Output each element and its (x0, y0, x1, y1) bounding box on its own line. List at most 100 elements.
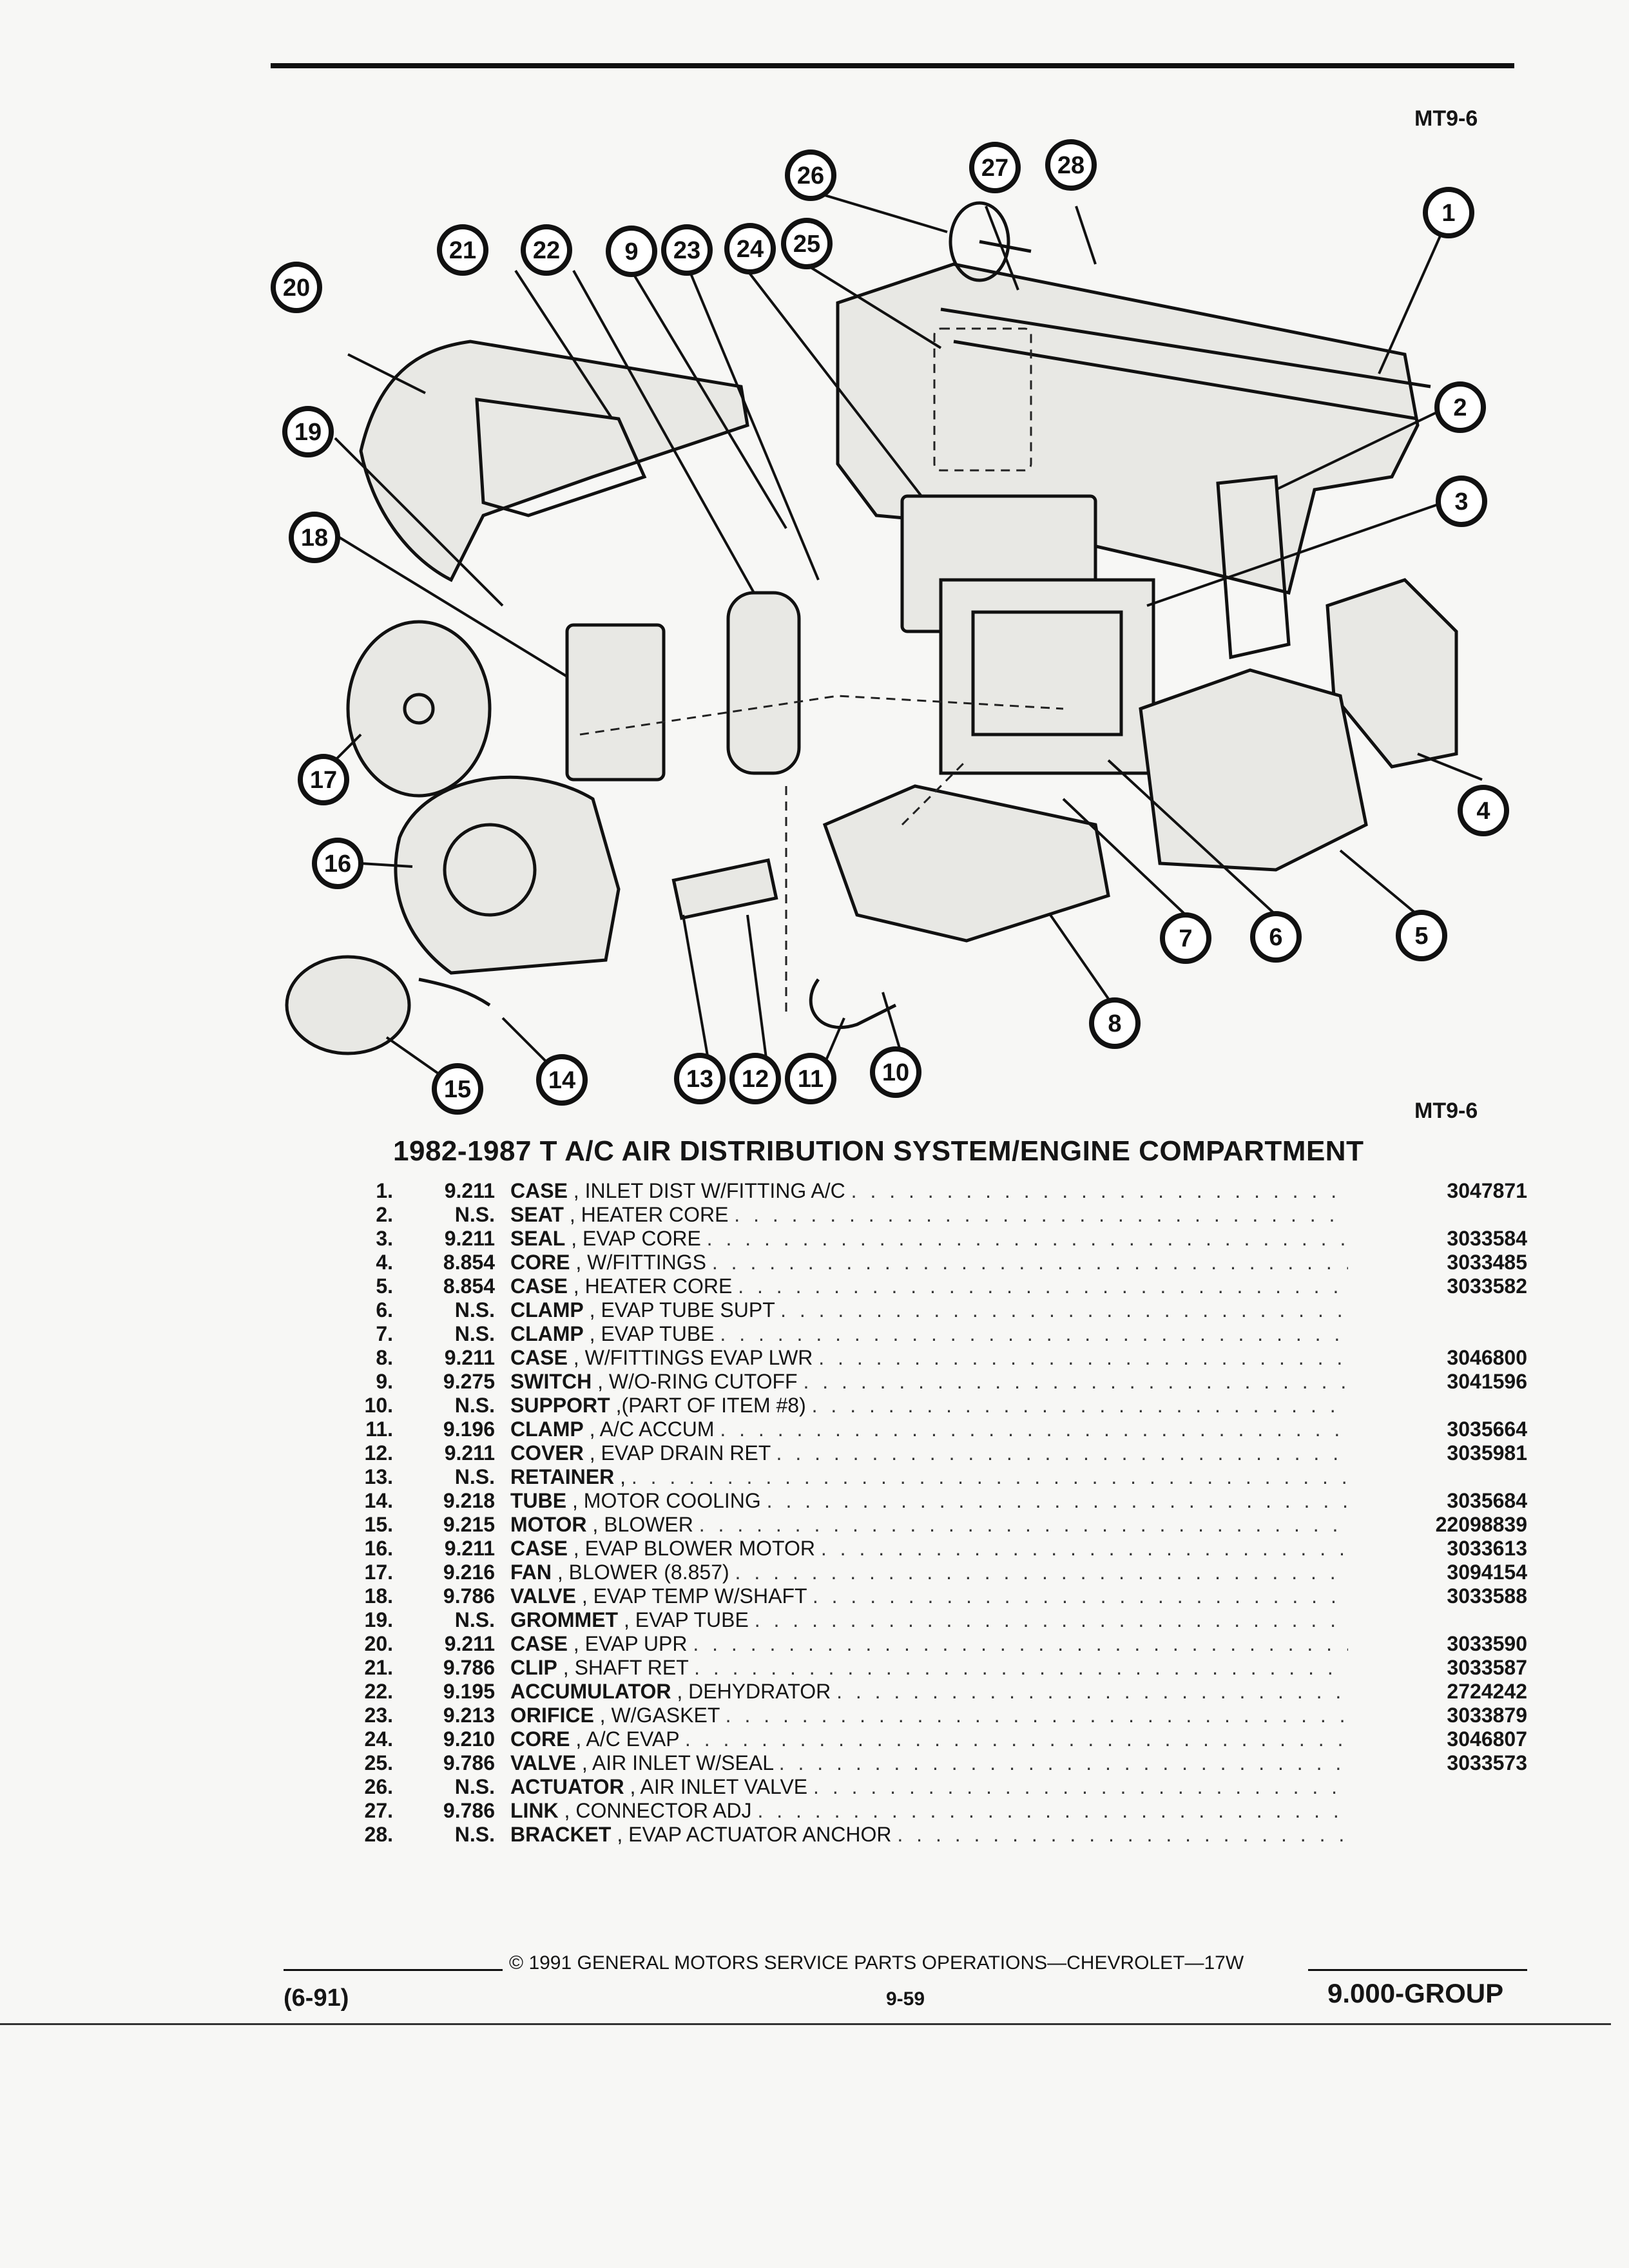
part-name: LINK (510, 1799, 559, 1822)
leader-dots: . . . . . . . . . . . . . . . . . . . . … (776, 1441, 1348, 1465)
parts-list-row: 7.N.S.CLAMP , EVAP TUBE . . . . . . . . … (348, 1322, 1527, 1346)
part-group-number: 9.196 (443, 1418, 495, 1441)
part-group-number: 9.211 (444, 1179, 495, 1202)
leader-25 (804, 263, 942, 349)
part-name: SEAT (510, 1203, 564, 1226)
footer-page-number: 9-59 (886, 1988, 925, 2010)
leader-dots: . . . . . . . . . . . . . . . . . . . . … (820, 1537, 1348, 1560)
part-name: CLAMP (510, 1322, 584, 1345)
part-desc-text: , BLOWER (592, 1513, 693, 1536)
svg-text:12: 12 (742, 1066, 769, 1093)
part-group-number: 9.215 (443, 1513, 495, 1536)
callout-21: 21 (437, 224, 488, 276)
part-number: 22098839 (1360, 1513, 1527, 1537)
part-group-number: N.S. (454, 1298, 495, 1321)
leader-4 (1417, 753, 1483, 781)
svg-text:13: 13 (686, 1066, 713, 1093)
part-desc-text: , W/GASKET (599, 1704, 720, 1727)
part-description: FAN , BLOWER (8.857) . . . . . . . . . .… (510, 1561, 1348, 1584)
part-name: SEAL (510, 1227, 566, 1250)
part-name: CLAMP (510, 1418, 584, 1441)
leader-24 (746, 269, 923, 497)
part-desc-text: , EVAP UPR (573, 1632, 688, 1655)
callout-18: 18 (289, 512, 340, 563)
part-air-inlet-valve (933, 327, 1032, 472)
svg-text:16: 16 (324, 850, 351, 878)
part-name: FAN (510, 1561, 552, 1584)
part-name: COVER (510, 1441, 584, 1465)
part-item-number: 13. (364, 1465, 393, 1488)
part-item-number: 1. (376, 1179, 393, 1202)
part-item-number: 2. (376, 1203, 393, 1226)
leader-8 (1049, 914, 1110, 1000)
part-item-number: 11. (365, 1418, 393, 1441)
parts-list-row: 28.N.S.BRACKET , EVAP ACTUATOR ANCHOR . … (348, 1823, 1527, 1847)
part-description: CASE , W/FITTINGS EVAP LWR . . . . . . .… (510, 1346, 1348, 1370)
svg-text:24: 24 (737, 236, 764, 263)
svg-text:2: 2 (1453, 394, 1467, 421)
part-description: ACCUMULATOR , DEHYDRATOR . . . . . . . .… (510, 1680, 1348, 1704)
exploded-diagram: 1 2 3 4 5 6 7 8 9 10 11 12 13 14 15 16 1… (258, 116, 1534, 1121)
callout-4: 4 (1458, 785, 1509, 836)
part-heater-seat (1216, 475, 1291, 660)
part-name: VALVE (510, 1584, 576, 1608)
leader-2 (1275, 408, 1444, 491)
part-item-number: 14. (364, 1489, 393, 1512)
footer-date: (6-91) (284, 1984, 349, 2012)
callout-24: 24 (724, 223, 776, 274)
part-name: CASE (510, 1179, 568, 1202)
part-description: LINK , CONNECTOR ADJ . . . . . . . . . .… (510, 1799, 1348, 1823)
figure-caption: 1982-1987 T A/C AIR DISTRIBUTION SYSTEM/… (393, 1135, 1364, 1167)
part-group-number: 9.786 (443, 1799, 495, 1822)
callouts: 1 2 3 4 5 6 7 8 9 10 11 12 13 14 15 16 1… (271, 139, 1509, 1115)
part-item-number: 19. (364, 1608, 393, 1631)
leader-lines (334, 192, 1483, 1084)
svg-text:22: 22 (533, 237, 560, 264)
callout-17: 17 (298, 754, 349, 805)
part-evap-case-upper (359, 340, 749, 582)
top-rule (271, 63, 1514, 68)
part-description: VALVE , AIR INLET W/SEAL . . . . . . . .… (510, 1751, 1348, 1775)
part-description: ACTUATOR , AIR INLET VALVE . . . . . . .… (510, 1775, 1348, 1799)
part-name: CLAMP (510, 1298, 584, 1321)
leader-dots: . . . . . . . . . . . . . . . . . . . . … (735, 1561, 1348, 1584)
part-item-number: 12. (364, 1441, 393, 1465)
part-name: SWITCH (510, 1370, 592, 1393)
svg-text:1: 1 (1441, 200, 1455, 227)
part-group-number: N.S. (454, 1203, 495, 1226)
part-name: GROMMET (510, 1608, 619, 1631)
part-evap-case-upper-rim (475, 398, 647, 517)
part-group-number: 9.786 (443, 1751, 495, 1774)
part-name: BRACKET (510, 1823, 612, 1846)
part-description: SEAT , HEATER CORE . . . . . . . . . . .… (510, 1203, 1348, 1227)
callout-12: 12 (729, 1053, 781, 1104)
part-group-number: 9.195 (443, 1680, 495, 1703)
svg-text:6: 6 (1269, 924, 1282, 951)
part-description: VALVE , EVAP TEMP W/SHAFT . . . . . . . … (510, 1584, 1348, 1608)
part-item-number: 16. (364, 1537, 393, 1560)
part-name: CLIP (510, 1656, 557, 1679)
leader-dots: . . . . . . . . . . . . . . . . . . . . … (706, 1227, 1348, 1250)
part-description: GROMMET , EVAP TUBE . . . . . . . . . . … (510, 1608, 1348, 1632)
part-desc-text: , MOTOR COOLING (572, 1489, 761, 1512)
callout-11: 11 (785, 1053, 836, 1104)
footer-group: 9.000-GROUP (1327, 1978, 1504, 2008)
part-temp-valve (565, 623, 666, 782)
part-item-number: 26. (364, 1775, 393, 1798)
part-desc-text: , A/C EVAP (575, 1727, 680, 1751)
part-number: 3033613 (1360, 1537, 1527, 1561)
callout-9: 9 (606, 226, 657, 277)
part-group-number: 9.211 (444, 1227, 495, 1250)
callout-22: 22 (521, 224, 572, 276)
part-item-number: 21. (364, 1656, 393, 1679)
part-description: SWITCH , W/O-RING CUTOFF . . . . . . . .… (510, 1370, 1348, 1394)
part-name: RETAINER (510, 1465, 615, 1488)
